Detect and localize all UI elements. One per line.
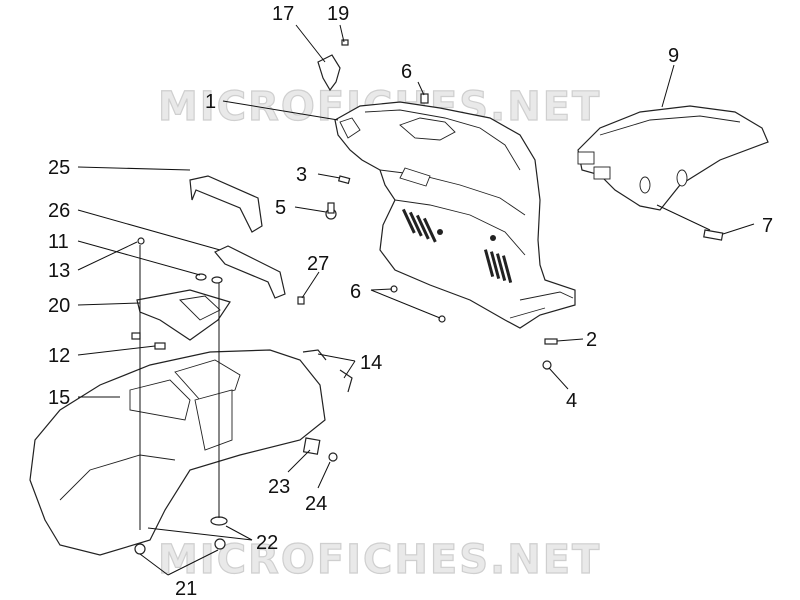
- callout-12: 12: [48, 345, 70, 367]
- screw-24-icon: [328, 452, 338, 462]
- inner-shield-part: [334, 101, 576, 329]
- screw-21-right-icon: [214, 538, 226, 550]
- callout-3: 3: [296, 164, 307, 186]
- clip-14-b-icon: [339, 369, 353, 393]
- mudguard-15-part: [29, 349, 326, 556]
- callout-9: 9: [668, 45, 679, 67]
- washer-11-b-icon: [211, 276, 223, 284]
- nut-23-icon: [302, 437, 321, 455]
- callout-6-left: 6: [350, 281, 361, 303]
- callout-24: 24: [305, 493, 327, 515]
- rear-cover-part: [577, 105, 769, 211]
- washer-22-right-icon: [210, 516, 228, 526]
- callout-26: 26: [48, 200, 70, 222]
- callout-2: 2: [586, 329, 597, 351]
- bracket-25-part: [189, 175, 263, 233]
- leader-lines: [77, 24, 755, 576]
- callout-labels: 1 2 3 4 5 6 6 7 9 11 12 13 14 15 17 19 2…: [48, 3, 773, 600]
- screw-13-icon: [137, 237, 145, 245]
- callout-13: 13: [48, 260, 70, 282]
- screw-27-icon: [297, 296, 305, 305]
- watermark-bottom: MICROFICHES.NET: [158, 537, 601, 583]
- screw-6-top-icon: [420, 93, 429, 104]
- callout-22: 22: [256, 532, 278, 554]
- callout-7: 7: [762, 215, 773, 237]
- screw-19-icon: [341, 39, 349, 46]
- clip-14-a-icon: [302, 349, 327, 361]
- callout-19: 19: [327, 3, 349, 25]
- mounting-plate-20-part: [136, 289, 231, 341]
- callout-27: 27: [307, 253, 329, 275]
- screw-7-icon: [703, 229, 724, 241]
- spring-nut-3-icon: [337, 175, 351, 185]
- clip-part: [317, 54, 341, 92]
- callout-15: 15: [48, 387, 70, 409]
- clip-12-b-icon: [131, 332, 141, 340]
- callout-25: 25: [48, 157, 70, 179]
- shield-vent-slots: [401, 208, 513, 284]
- callout-6-top: 6: [401, 61, 412, 83]
- callout-1: 1: [205, 91, 216, 113]
- callout-11: 11: [48, 231, 69, 253]
- washer-11-a-icon: [195, 273, 207, 281]
- callout-20: 20: [48, 295, 70, 317]
- callout-5: 5: [275, 197, 286, 219]
- screw-21-left-icon: [134, 543, 146, 555]
- clip-12-a-icon: [154, 342, 166, 350]
- screw-4-icon: [542, 360, 552, 370]
- screw-6-left-b-icon: [438, 315, 446, 323]
- callout-17: 17: [272, 3, 294, 25]
- callout-23: 23: [268, 476, 290, 498]
- bracket-26-part: [214, 245, 286, 299]
- callout-21: 21: [175, 578, 197, 600]
- callout-14: 14: [360, 352, 382, 374]
- callout-4: 4: [566, 390, 577, 412]
- spring-nut-2-icon: [544, 338, 558, 345]
- screw-5-shank-icon: [327, 202, 335, 214]
